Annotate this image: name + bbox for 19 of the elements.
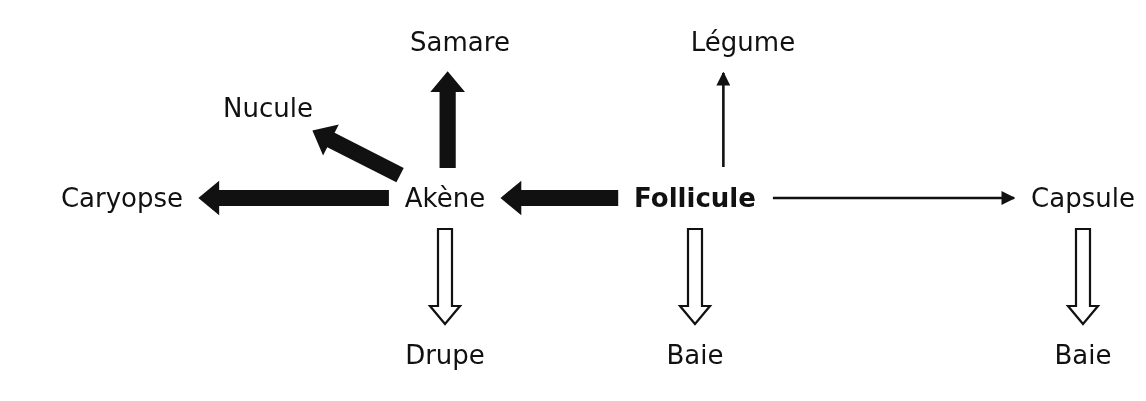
arrow xyxy=(772,191,1016,205)
fruit-label: Légume xyxy=(687,25,799,59)
arrow xyxy=(500,180,619,216)
fruit-label: Samare xyxy=(407,25,513,59)
arrow xyxy=(430,71,465,169)
arrow xyxy=(427,227,463,326)
fruit-label: Akène xyxy=(401,181,489,215)
arrow xyxy=(1065,227,1101,326)
fruit-label: Baie xyxy=(1051,338,1115,372)
fruit-label: Drupe xyxy=(402,338,488,372)
fruit-label: Follicule xyxy=(631,181,759,215)
fruit-label: Baie xyxy=(663,338,727,372)
arrow xyxy=(198,180,389,216)
arrow xyxy=(716,71,731,167)
arrow xyxy=(312,124,404,183)
fruit-label: Caryopse xyxy=(57,181,187,215)
fruit-label: Capsule xyxy=(1028,181,1138,215)
arrow xyxy=(677,227,713,326)
fruit-label: Nucule xyxy=(220,91,316,125)
